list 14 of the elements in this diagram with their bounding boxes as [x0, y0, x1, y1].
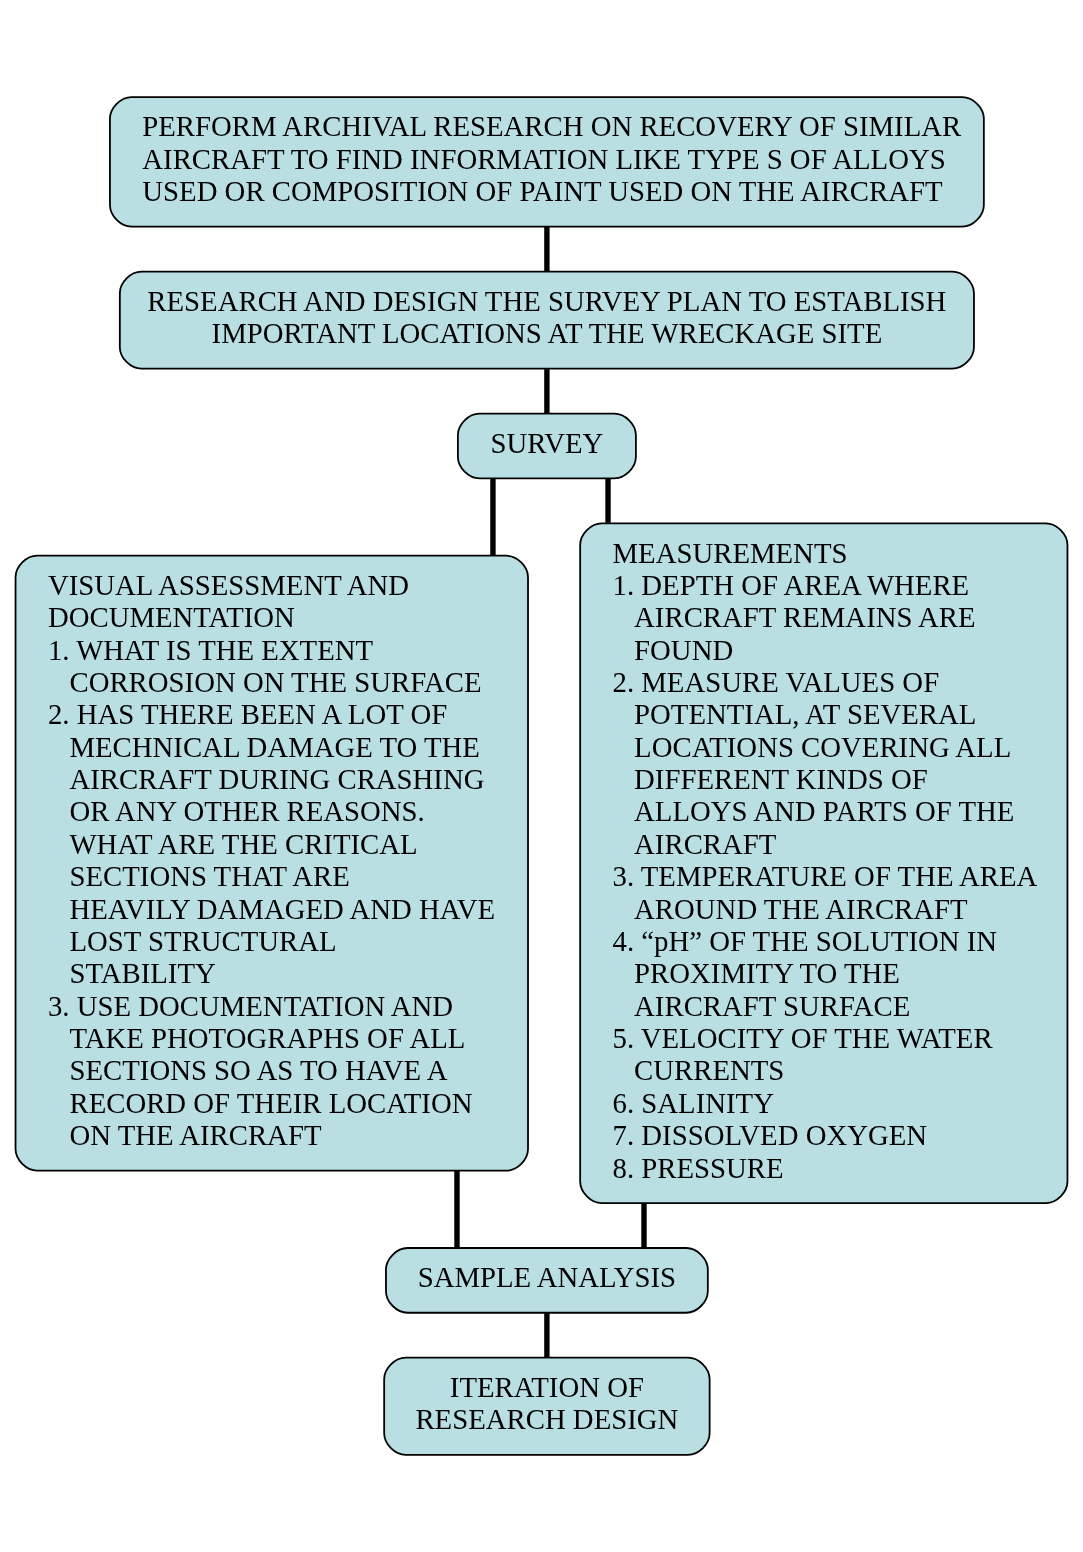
node-box: PERFORM ARCHIVAL RESEARCH ON RECOVERY OF SIMILAR AIRCRAFT TO FIND INFORMATION LIKE TYPE S OF ALLOYS USED OR COMPOSITION OF PAINT USED ON THE AIRCRAFT	[109, 96, 985, 228]
node-box: MEASUREMENTS 1. DEPTH OF AREA WHERE AIRCRAFT REMAINS ARE FOUND 2. MEASURE VALUES OF POTENTIAL, AT SEVERAL LOCATIONS COVERING ALL DIFFERENT KINDS OF ALLOYS AND PARTS OF THE AIRCRAFT 3. TEMPERATURE OF THE AREA AROUND THE AIRCRAFT 4. “pH” OF THE SOLUTION IN PROXIMITY TO THE AIRCRAFT SURFACE 5. VELOCITY OF THE WATER CURRENTS 6. SALINITY 7. DISSOLVED OXYGEN 8. PRESSURE	[579, 522, 1069, 1204]
node-box: ITERATION OF RESEARCH DESIGN	[383, 1356, 711, 1456]
node-box: SAMPLE ANALYSIS	[385, 1247, 709, 1314]
node-box: SURVEY	[457, 412, 637, 480]
node-box: RESEARCH AND DESIGN THE SURVEY PLAN TO ESTABLISH IMPORTANT LOCATIONS AT THE WRECKAGE SITE	[118, 270, 975, 370]
connector	[544, 1312, 550, 1358]
connector	[544, 369, 550, 414]
connector	[641, 1203, 647, 1248]
node-box: VISUAL ASSESSMENT AND DOCUMENTATION 1. WHAT IS THE EXTENT CORROSION ON THE SURFACE 2. HAS THERE BEEN A LOT OF MECHNICAL DAMAGE TO THE AIRCRAFT DURING CRASHING OR ANY OTHER REASONS. WHAT ARE THE CRITICAL SECTIONS THAT ARE HEAVILY DAMAGED AND HAVE LOST STRUCTURAL STABILITY 3. USE DOCUMENTATION AND TAKE PHOTOGRAPHS OF ALL SECTIONS SO AS TO HAVE A RECORD OF THEIR LOCATION ON THE AIRCRAFT	[14, 554, 529, 1172]
connector	[544, 226, 550, 272]
connector	[605, 478, 611, 523]
connector	[490, 478, 496, 556]
connector	[454, 1170, 460, 1248]
